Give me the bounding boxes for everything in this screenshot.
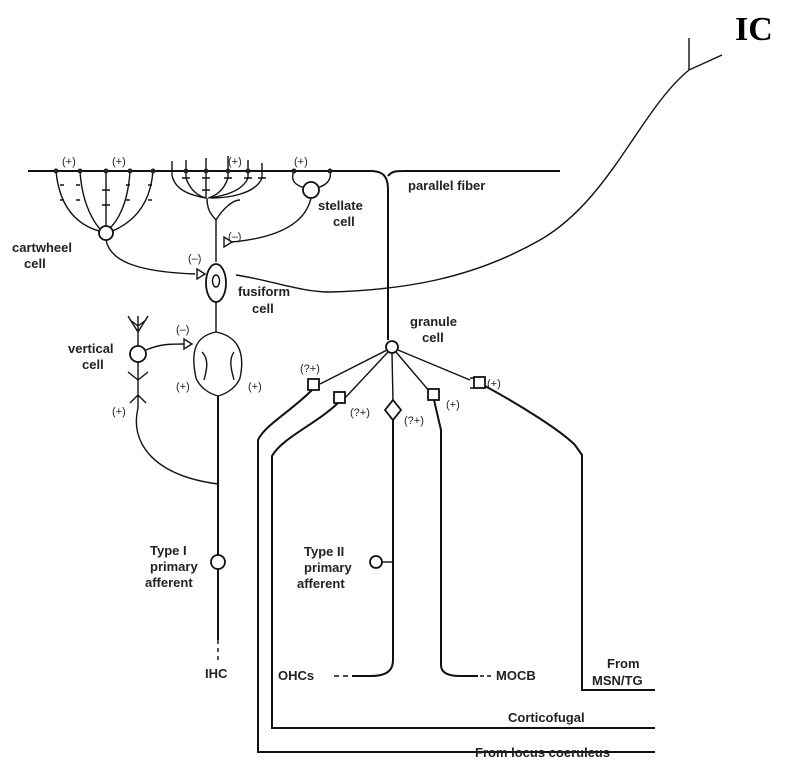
cartwheel-label-1: cartwheel [12, 240, 72, 255]
type2-cell-body [369, 555, 383, 569]
parallel-fiber-label: parallel fiber [408, 178, 485, 193]
fusiform-label-1: fusiform [238, 284, 290, 299]
cartwheel-synapse [196, 267, 207, 281]
sign-fusiform-apical: (+) [228, 156, 242, 168]
stellate-label-1: stellate [318, 198, 363, 213]
dendritic-spines [53, 168, 333, 206]
type2-label-3: afferent [297, 576, 345, 591]
corticofugal-pathway [271, 402, 655, 729]
msn-tg-pathway [484, 385, 655, 691]
type1-cell-body [210, 554, 226, 570]
terminal-mocb [427, 388, 440, 401]
sign-stellate: (+) [294, 156, 308, 168]
type1-label-3: afferent [145, 575, 193, 590]
from-msn-label-2: MSN/TG [592, 673, 643, 688]
granule-dendrites [319, 349, 471, 403]
sign-cartwheel-1: (+) [62, 156, 76, 168]
sign-locus: (?+) [300, 363, 320, 375]
sign-corticofugal: (?+) [350, 407, 370, 419]
sign-type2: (?+) [404, 415, 424, 427]
cartwheel-cell-body [98, 225, 114, 241]
terminal-locus [307, 378, 320, 391]
vertical-cell-body [129, 345, 147, 363]
granule-cell-body [385, 340, 399, 354]
stellate-cell-body [302, 181, 320, 199]
from-msn-label-1: From [607, 656, 640, 671]
vertical-axon [145, 343, 185, 351]
type2-label-1: Type II [304, 544, 344, 559]
sign-msn-tg: (+) [487, 378, 501, 390]
stellate-axon [231, 197, 312, 243]
sign-cartwheel-inhib: (–) [188, 253, 201, 265]
corticofugal-label: Corticofugal [508, 710, 585, 725]
locus-label: From locus coeruleus [475, 745, 610, 760]
vertical-label-1: vertical [68, 341, 114, 356]
ohcs-label: OHCs [278, 668, 314, 683]
vertical-label-2: cell [82, 357, 104, 372]
fusiform-nucleus [211, 274, 221, 288]
granule-label-2: cell [422, 330, 444, 345]
sign-vertical-inhib: (–) [176, 324, 189, 336]
sign-fusiform-basal-right: (+) [248, 381, 262, 393]
stellate-label-2: cell [333, 214, 355, 229]
cartwheel-label-2: cell [24, 256, 46, 271]
type2-pathway [352, 420, 394, 677]
fusiform-label-2: cell [252, 301, 274, 316]
vertical-synapse [183, 337, 194, 351]
mocb-pathway [433, 399, 478, 677]
type1-label-1: Type I [150, 543, 187, 558]
vertical-cell-dendrites [127, 315, 149, 408]
ic-label: IC [735, 11, 773, 48]
stellate-synapse [223, 235, 234, 249]
sign-vertical-excit: (+) [112, 406, 126, 418]
terminal-msn-box [473, 376, 486, 389]
sign-mocb: (+) [446, 399, 460, 411]
parallel-fiber [28, 170, 560, 340]
locus-coeruleus-pathway [257, 389, 655, 753]
sign-cartwheel-2: (+) [112, 156, 126, 168]
sign-fusiform-basal-left: (+) [176, 381, 190, 393]
fusiform-basal-dendrites [193, 331, 243, 397]
terminal-corticofugal [333, 391, 346, 404]
sign-stellate-inhib: (–) [228, 231, 241, 243]
fusiform-cell-body [205, 263, 227, 303]
cartwheel-dendrites [55, 170, 154, 233]
ihc-label: IHC [205, 666, 228, 681]
granule-label-1: granule [410, 314, 457, 329]
type2-label-2: primary [304, 560, 352, 575]
ic-projection-axon [235, 38, 723, 293]
cartwheel-axon [105, 239, 196, 275]
type1-branch-to-vertical [135, 407, 219, 485]
type1-label-2: primary [150, 559, 198, 574]
mocb-label: MOCB [496, 668, 536, 683]
terminal-type2 [383, 398, 403, 422]
